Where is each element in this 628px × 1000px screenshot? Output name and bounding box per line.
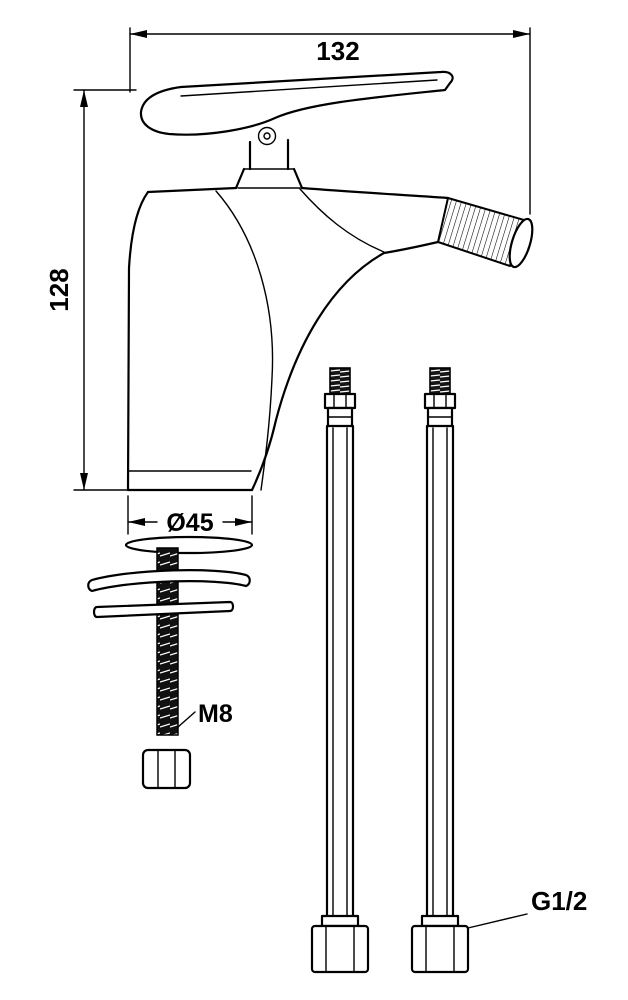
flat-washer [92,600,235,619]
diameter-arrow-left [128,518,145,526]
width-dimension-label: 132 [316,36,359,66]
mounting-hardware-group: M8 [87,535,254,790]
hose-thread-leader-line [467,913,528,929]
height-arrow-bottom [80,473,88,490]
mounting-nut [141,748,192,790]
handle-indicator-dot [263,132,271,140]
handle-indicator-ring [257,126,277,146]
hose-left [310,366,370,974]
height-arrow-top [80,90,88,107]
spout-top-edge [300,186,450,200]
body-sculpt-line-front [215,190,274,491]
dimension-width: 132 [129,27,531,215]
hose-thread-label: G1/2 [531,886,587,916]
handle-lever-outline [139,70,454,136]
rubber-gasket [124,535,254,555]
spout-underside-and-right-outline [250,240,440,492]
dimension-base-diameter: Ø45 [127,495,253,537]
threaded-stud-m8 [156,547,179,736]
handle-lever-edge-line [180,79,438,97]
body-top-edge [146,186,238,194]
aerator-end-cap [508,217,534,269]
diameter-arrow-right [235,518,252,526]
width-arrow-right [513,30,530,38]
neck-flare-right [292,167,304,190]
neck-flare-left [234,167,246,190]
body-left-and-bottom-outline [126,190,254,492]
stud-label-leader-line [177,711,196,728]
stud-thread-label: M8 [198,700,233,728]
height-dimension-label: 128 [44,268,74,311]
width-arrow-left [130,30,147,38]
aerator-nozzle [437,197,525,267]
supply-hoses-group: G1/2 [310,366,587,974]
mounting-flange-washer [87,569,251,593]
dimension-height: 128 [44,89,137,491]
base-diameter-label: Ø45 [166,509,213,537]
body-sculpt-line-spout [299,188,385,253]
faucet-body-group [126,70,534,492]
hose-right [410,366,470,974]
